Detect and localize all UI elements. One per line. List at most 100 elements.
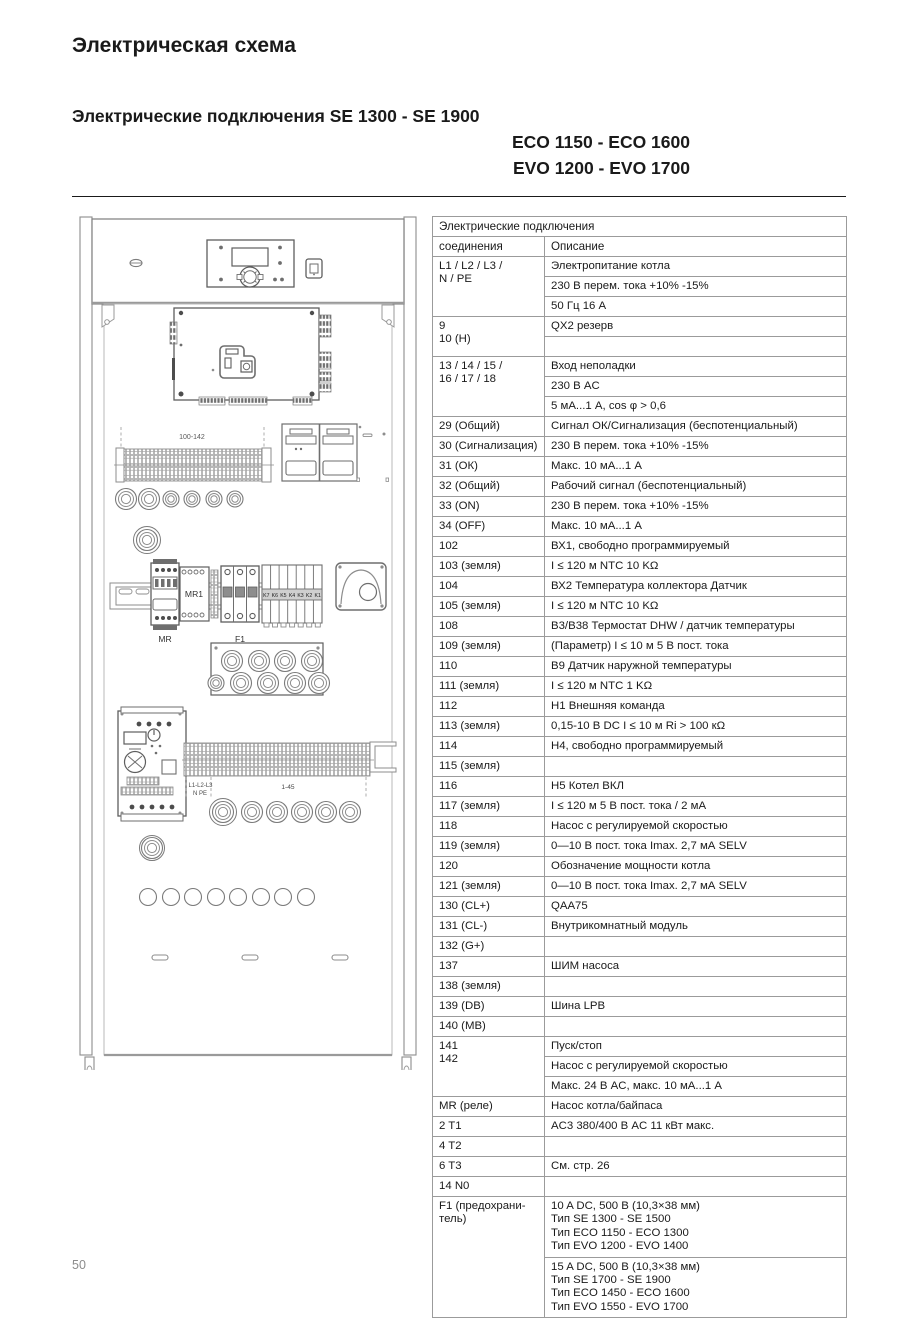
cell-description: (Параметр) I ≤ 10 м 5 В пост. тока <box>543 636 848 657</box>
cell-description: Сигнал ОК/Сигнализация (беспотенциальный… <box>543 416 848 437</box>
cell-terminals: 2 T1 <box>432 1116 545 1137</box>
table-row: 140 (MB) <box>432 1016 848 1037</box>
table-row: 113 (земля) 0,15-10 В DC I ≤ 10 м Ri > 1… <box>432 716 848 737</box>
cell-description: B9 Датчик наружной температуры <box>543 656 848 677</box>
table-row: 137 ШИМ насоса <box>432 956 848 977</box>
cell-terminals: 119 (земля) <box>432 836 545 857</box>
relay-label-k5: K5 <box>280 593 286 599</box>
cell-description: Пуск/стоп <box>543 1036 848 1057</box>
table-column-header-row: соединения Описание <box>432 236 848 257</box>
table-row: 31 (ОК) Макс. 10 мА...1 А <box>432 456 848 477</box>
relay-label-k3: K3 <box>297 593 303 599</box>
cell-description: Обозначение мощности котла <box>543 856 848 877</box>
cell-terminals: 13 / 14 / 15 / 16 / 17 / 18 <box>432 356 545 417</box>
table-row <box>433 336 848 357</box>
cell-description: Шина LPB <box>543 996 848 1017</box>
fuse-holder-f1: F1 <box>220 565 260 644</box>
cell-terminals: 132 (G+) <box>432 936 545 957</box>
relay-label-k2: K2 <box>306 593 312 599</box>
cell-description: ВХ1, свободно программируемый <box>543 536 848 557</box>
terminal-block-lower: L1-L2-L3 N PE 1-45 <box>182 741 397 798</box>
table-row: 130 (CL+) QAA75 <box>432 896 848 917</box>
table-row: 132 (G+) <box>432 936 848 957</box>
cell-terminals: 108 <box>432 616 545 637</box>
table-row: 102 ВХ1, свободно программируемый <box>432 536 848 557</box>
cell-description: 230 В перем. тока +10% -15% <box>543 436 848 457</box>
cell-description: ШИМ насоса <box>543 956 848 977</box>
table-row: 14 N0 <box>432 1176 848 1197</box>
cell-terminals: 111 (земля) <box>432 676 545 697</box>
cell-terminals: 103 (земля) <box>432 556 545 577</box>
cell-terminals: 137 <box>432 956 545 977</box>
label-mr1: MR1 <box>185 589 203 599</box>
cell-terminals: 34 (OFF) <box>432 516 545 537</box>
cell-terminals: 138 (земля) <box>432 976 545 997</box>
gland-plate <box>207 642 331 696</box>
table-row: 230 В AC <box>433 376 848 397</box>
table-row: 13 / 14 / 15 / 16 / 17 / 18 Вход неполад… <box>432 356 848 417</box>
cell-description: 0,15-10 В DC I ≤ 10 м Ri > 100 кΩ <box>543 716 848 737</box>
table-title: Электрические подключения <box>431 216 848 237</box>
cell-terminals: 14 N0 <box>432 1176 545 1197</box>
table-row: 120 Обозначение мощности котла <box>432 856 848 877</box>
cell-description: I ≤ 120 м NTC 10 KΩ <box>543 596 848 617</box>
table-row: 118 Насос с регулируемой скоростью <box>432 816 848 837</box>
cell-terminals: 105 (земля) <box>432 596 545 617</box>
cable-glands-upper <box>114 487 244 554</box>
cell-terminals: L1 / L2 / L3 / N / PE <box>432 256 545 317</box>
terminal-power-label-line2: N PE <box>193 791 207 797</box>
terminal-range-label-bottom: 1-45 <box>281 784 295 791</box>
table-row: 230 В перем. тока +10% -15% <box>433 276 848 297</box>
cell-terminals: 114 <box>432 736 545 757</box>
cell-description <box>543 756 848 777</box>
cell-terminals: F1 (предохрани- тель) <box>432 1195 545 1318</box>
cell-description: Насос котла/байпаса <box>543 1096 848 1117</box>
cell-terminals: 140 (MB) <box>432 1016 545 1037</box>
subtitle-block: Электрические подключения SE 1300 - SE 1… <box>72 103 772 181</box>
cell-description: Макс. 10 мА...1 А <box>543 516 848 537</box>
subtitle-line-3: EVO 1200 - EVO 1700 <box>512 158 690 178</box>
terminal-block-upper: 100-142 <box>114 427 274 483</box>
terminal-range-label-top: 100-142 <box>179 434 205 441</box>
cell-terminals: MR (реле) <box>432 1096 545 1117</box>
header-divider <box>72 196 846 197</box>
cell-description <box>543 936 848 957</box>
cell-description: H5 Котел ВКЛ <box>543 776 848 797</box>
cell-description: I ≤ 120 м 5 В пост. тока / 2 мА <box>543 796 848 817</box>
terminal-power-label-line1: L1-L2-L3 <box>189 783 214 789</box>
relay-label-k4: K4 <box>289 593 295 599</box>
cell-description: Электропитание котла <box>543 256 848 277</box>
cell-description <box>543 336 848 357</box>
cell-terminals: 121 (земля) <box>432 876 545 897</box>
table-row: 6 T3 См. стр. 26 <box>432 1156 848 1177</box>
relay-label-k7: K7 <box>263 593 269 599</box>
cell-terminals: 30 (Сигнализация) <box>432 436 545 457</box>
table-row: 141 142 Пуск/стоп <box>432 1036 848 1097</box>
column-header-terminals: соединения <box>432 236 545 257</box>
table-row: 111 (земля) I ≤ 120 м NTC 1 KΩ <box>432 676 848 697</box>
cell-terminals: 33 (ON) <box>432 496 545 517</box>
cell-terminals: 130 (CL+) <box>432 896 545 917</box>
cell-terminals: 139 (DB) <box>432 996 545 1017</box>
table-row: 139 (DB) Шина LPB <box>432 996 848 1017</box>
cell-description <box>543 1176 848 1197</box>
table-row: 105 (земля) I ≤ 120 м NTC 10 KΩ <box>432 596 848 617</box>
cell-terminals: 115 (земля) <box>432 756 545 777</box>
cell-terminals: 102 <box>432 536 545 557</box>
table-body: L1 / L2 / L3 / N / PE Электропитание кот… <box>432 256 848 1318</box>
table-row: 33 (ON) 230 В перем. тока +10% -15% <box>432 496 848 517</box>
table-row: 2 T1 AC3 380/400 В AC 11 кВт макс. <box>432 1116 848 1137</box>
cell-description <box>543 976 848 997</box>
table-row: Насос с регулируемой скоростью <box>433 1056 848 1077</box>
table-row: 117 (земля) I ≤ 120 м 5 В пост. тока / 2… <box>432 796 848 817</box>
cell-terminals: 116 <box>432 776 545 797</box>
cell-terminals: 118 <box>432 816 545 837</box>
cell-description <box>543 1136 848 1157</box>
table-row: 119 (земля) 0—10 В пост. тока Imax. 2,7 … <box>432 836 848 857</box>
bottom-slots <box>151 954 349 961</box>
main-switch <box>305 258 323 279</box>
cell-description: Макс. 24 В AC, макс. 10 мА...1 А <box>543 1076 848 1097</box>
table-row: MR (реле) Насос котла/байпаса <box>432 1096 848 1117</box>
table-row: 29 (Общий) Сигнал ОК/Сигнализация (беспо… <box>432 416 848 437</box>
